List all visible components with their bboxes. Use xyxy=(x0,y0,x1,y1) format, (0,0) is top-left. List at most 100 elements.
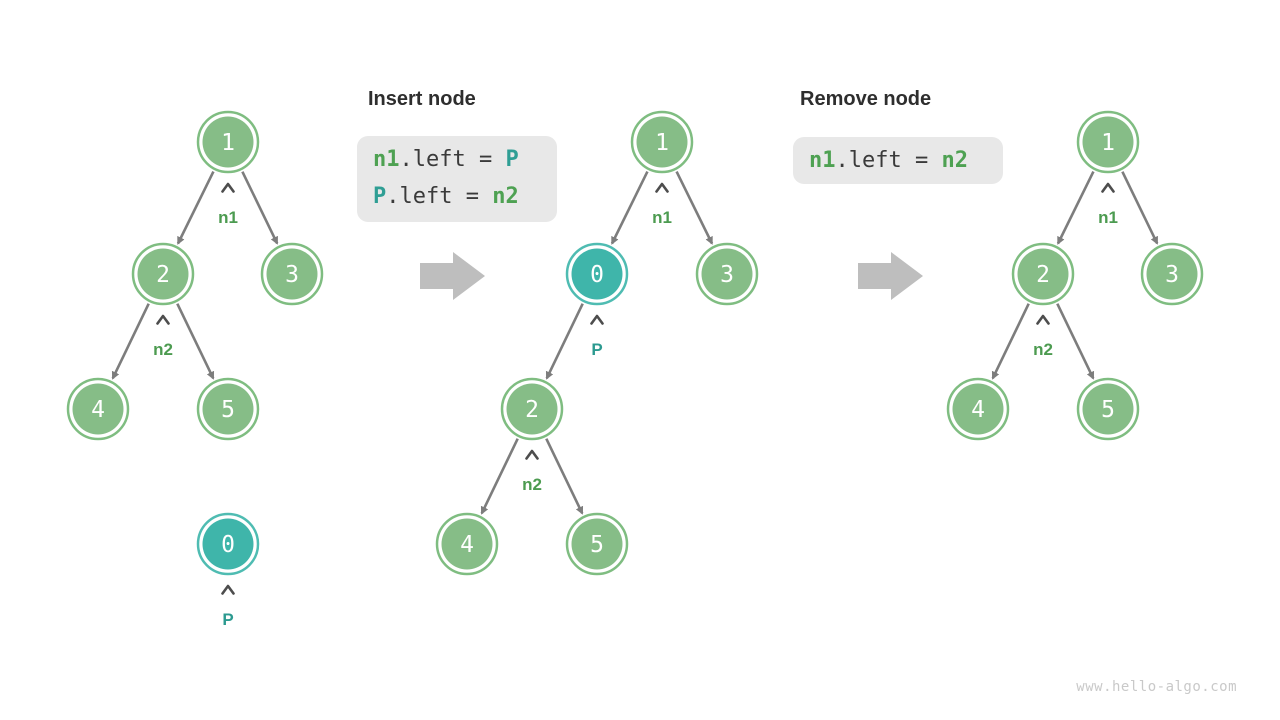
pointer-caret-icon xyxy=(1036,314,1050,325)
tree-node: 4 xyxy=(946,377,1010,441)
tree-node-disc xyxy=(137,248,189,300)
code-token-variable: n2 xyxy=(941,148,968,173)
tree-node: 1 xyxy=(1076,110,1140,174)
pointer-caret-icon xyxy=(525,449,539,460)
pointer-caret-icon xyxy=(1101,182,1115,193)
tree-edge xyxy=(545,438,584,515)
panel-title: Insert node xyxy=(368,88,476,110)
tree-node: 3 xyxy=(1140,242,1204,306)
tree-node-value: 4 xyxy=(91,397,105,423)
tree-node: 2 xyxy=(1011,242,1075,306)
tree-node-disc xyxy=(571,518,623,570)
code-token: .left = xyxy=(399,147,506,172)
tree-node: 0 xyxy=(196,512,260,576)
code-token-variable: P xyxy=(373,184,387,209)
tree-node: 5 xyxy=(1076,377,1140,441)
pointer-label: P xyxy=(222,610,233,629)
tree-node: 2 xyxy=(131,242,195,306)
step-arrow-icon xyxy=(858,252,923,300)
tree-edge xyxy=(675,171,714,245)
pointer-label: P xyxy=(591,340,602,359)
tree-node-value: 0 xyxy=(590,262,604,288)
pointer-label: n2 xyxy=(1033,340,1053,359)
code-token-variable: P xyxy=(505,147,519,172)
tree-node-value: 1 xyxy=(655,130,669,156)
tree-nodes-layer: 1 2 3 4 5 0 1 0 3 2 4 5 1 2 3 4 5 xyxy=(66,110,1204,576)
tree-node-disc xyxy=(1082,116,1134,168)
pointer-label: n1 xyxy=(652,208,672,227)
pointer-caret-icon xyxy=(590,314,604,325)
tree-edge xyxy=(610,171,649,245)
tree-node-disc xyxy=(952,383,1004,435)
tree-edge xyxy=(1121,171,1159,245)
code-line: n1.left = n2 xyxy=(809,142,1003,179)
tree-node-value: 5 xyxy=(590,532,604,558)
code-token: .left = xyxy=(835,148,942,173)
tree-node-value: 3 xyxy=(1165,262,1179,288)
tree-node: 3 xyxy=(260,242,324,306)
pointer-label: n1 xyxy=(1098,208,1118,227)
code-token: .left = xyxy=(386,184,493,209)
tree-edge xyxy=(241,171,279,245)
pointer-label: n2 xyxy=(522,475,542,494)
code-snippet-box: n1.left = n2 xyxy=(793,137,1003,184)
tree-node-disc xyxy=(441,518,493,570)
pointer-label: n1 xyxy=(218,208,238,227)
tree-node-disc xyxy=(1146,248,1198,300)
tree-edge xyxy=(545,303,584,380)
pointer-caret-icon xyxy=(221,584,235,595)
code-token-variable: n2 xyxy=(492,184,519,209)
tree-node: 1 xyxy=(196,110,260,174)
tree-node-disc xyxy=(701,248,753,300)
block-arrows-layer xyxy=(420,252,923,300)
tree-node-value: 1 xyxy=(1101,130,1115,156)
step-arrow-icon xyxy=(420,252,485,300)
tree-node-value: 4 xyxy=(971,397,985,423)
tree-edge xyxy=(111,303,150,380)
tree-edge xyxy=(480,438,519,515)
tree-edge xyxy=(991,303,1030,380)
code-line: P.left = n2 xyxy=(373,178,557,215)
tree-node-value: 2 xyxy=(1036,262,1050,288)
tree-node-disc xyxy=(266,248,318,300)
tree-node-disc xyxy=(636,116,688,168)
pointer-caret-icon xyxy=(156,314,170,325)
pointer-caret-icon xyxy=(655,182,669,193)
tree-edge xyxy=(176,303,215,380)
tree-node-value: 3 xyxy=(720,262,734,288)
tree-node: 3 xyxy=(695,242,759,306)
tree-node-value: 5 xyxy=(221,397,235,423)
tree-edges-layer xyxy=(111,171,1159,515)
code-token-variable: n1 xyxy=(373,147,400,172)
tree-node: 5 xyxy=(565,512,629,576)
tree-node-disc xyxy=(202,383,254,435)
tree-node-disc xyxy=(202,116,254,168)
tree-node-disc xyxy=(571,248,623,300)
tree-node-value: 3 xyxy=(285,262,299,288)
tree-node-value: 2 xyxy=(156,262,170,288)
code-line: n1.left = P xyxy=(373,141,557,178)
tree-node-disc xyxy=(72,383,124,435)
tree-node-disc xyxy=(1017,248,1069,300)
tree-node-value: 0 xyxy=(221,532,235,558)
tree-node-disc xyxy=(506,383,558,435)
pointer-caret-icon xyxy=(221,182,235,193)
tree-node: 1 xyxy=(630,110,694,174)
tree-node: 5 xyxy=(196,377,260,441)
tree-edge xyxy=(1056,171,1095,245)
tree-node-value: 2 xyxy=(525,397,539,423)
tree-node-value: 4 xyxy=(460,532,474,558)
tree-edge xyxy=(176,171,215,245)
tree-node: 4 xyxy=(66,377,130,441)
tree-node: 4 xyxy=(435,512,499,576)
tree-node: 0 xyxy=(565,242,629,306)
tree-node-disc xyxy=(202,518,254,570)
watermark: www.hello-algo.com xyxy=(1076,679,1237,695)
tree-edge xyxy=(1056,303,1095,380)
tree-node-value: 5 xyxy=(1101,397,1115,423)
pointer-label: n2 xyxy=(153,340,173,359)
